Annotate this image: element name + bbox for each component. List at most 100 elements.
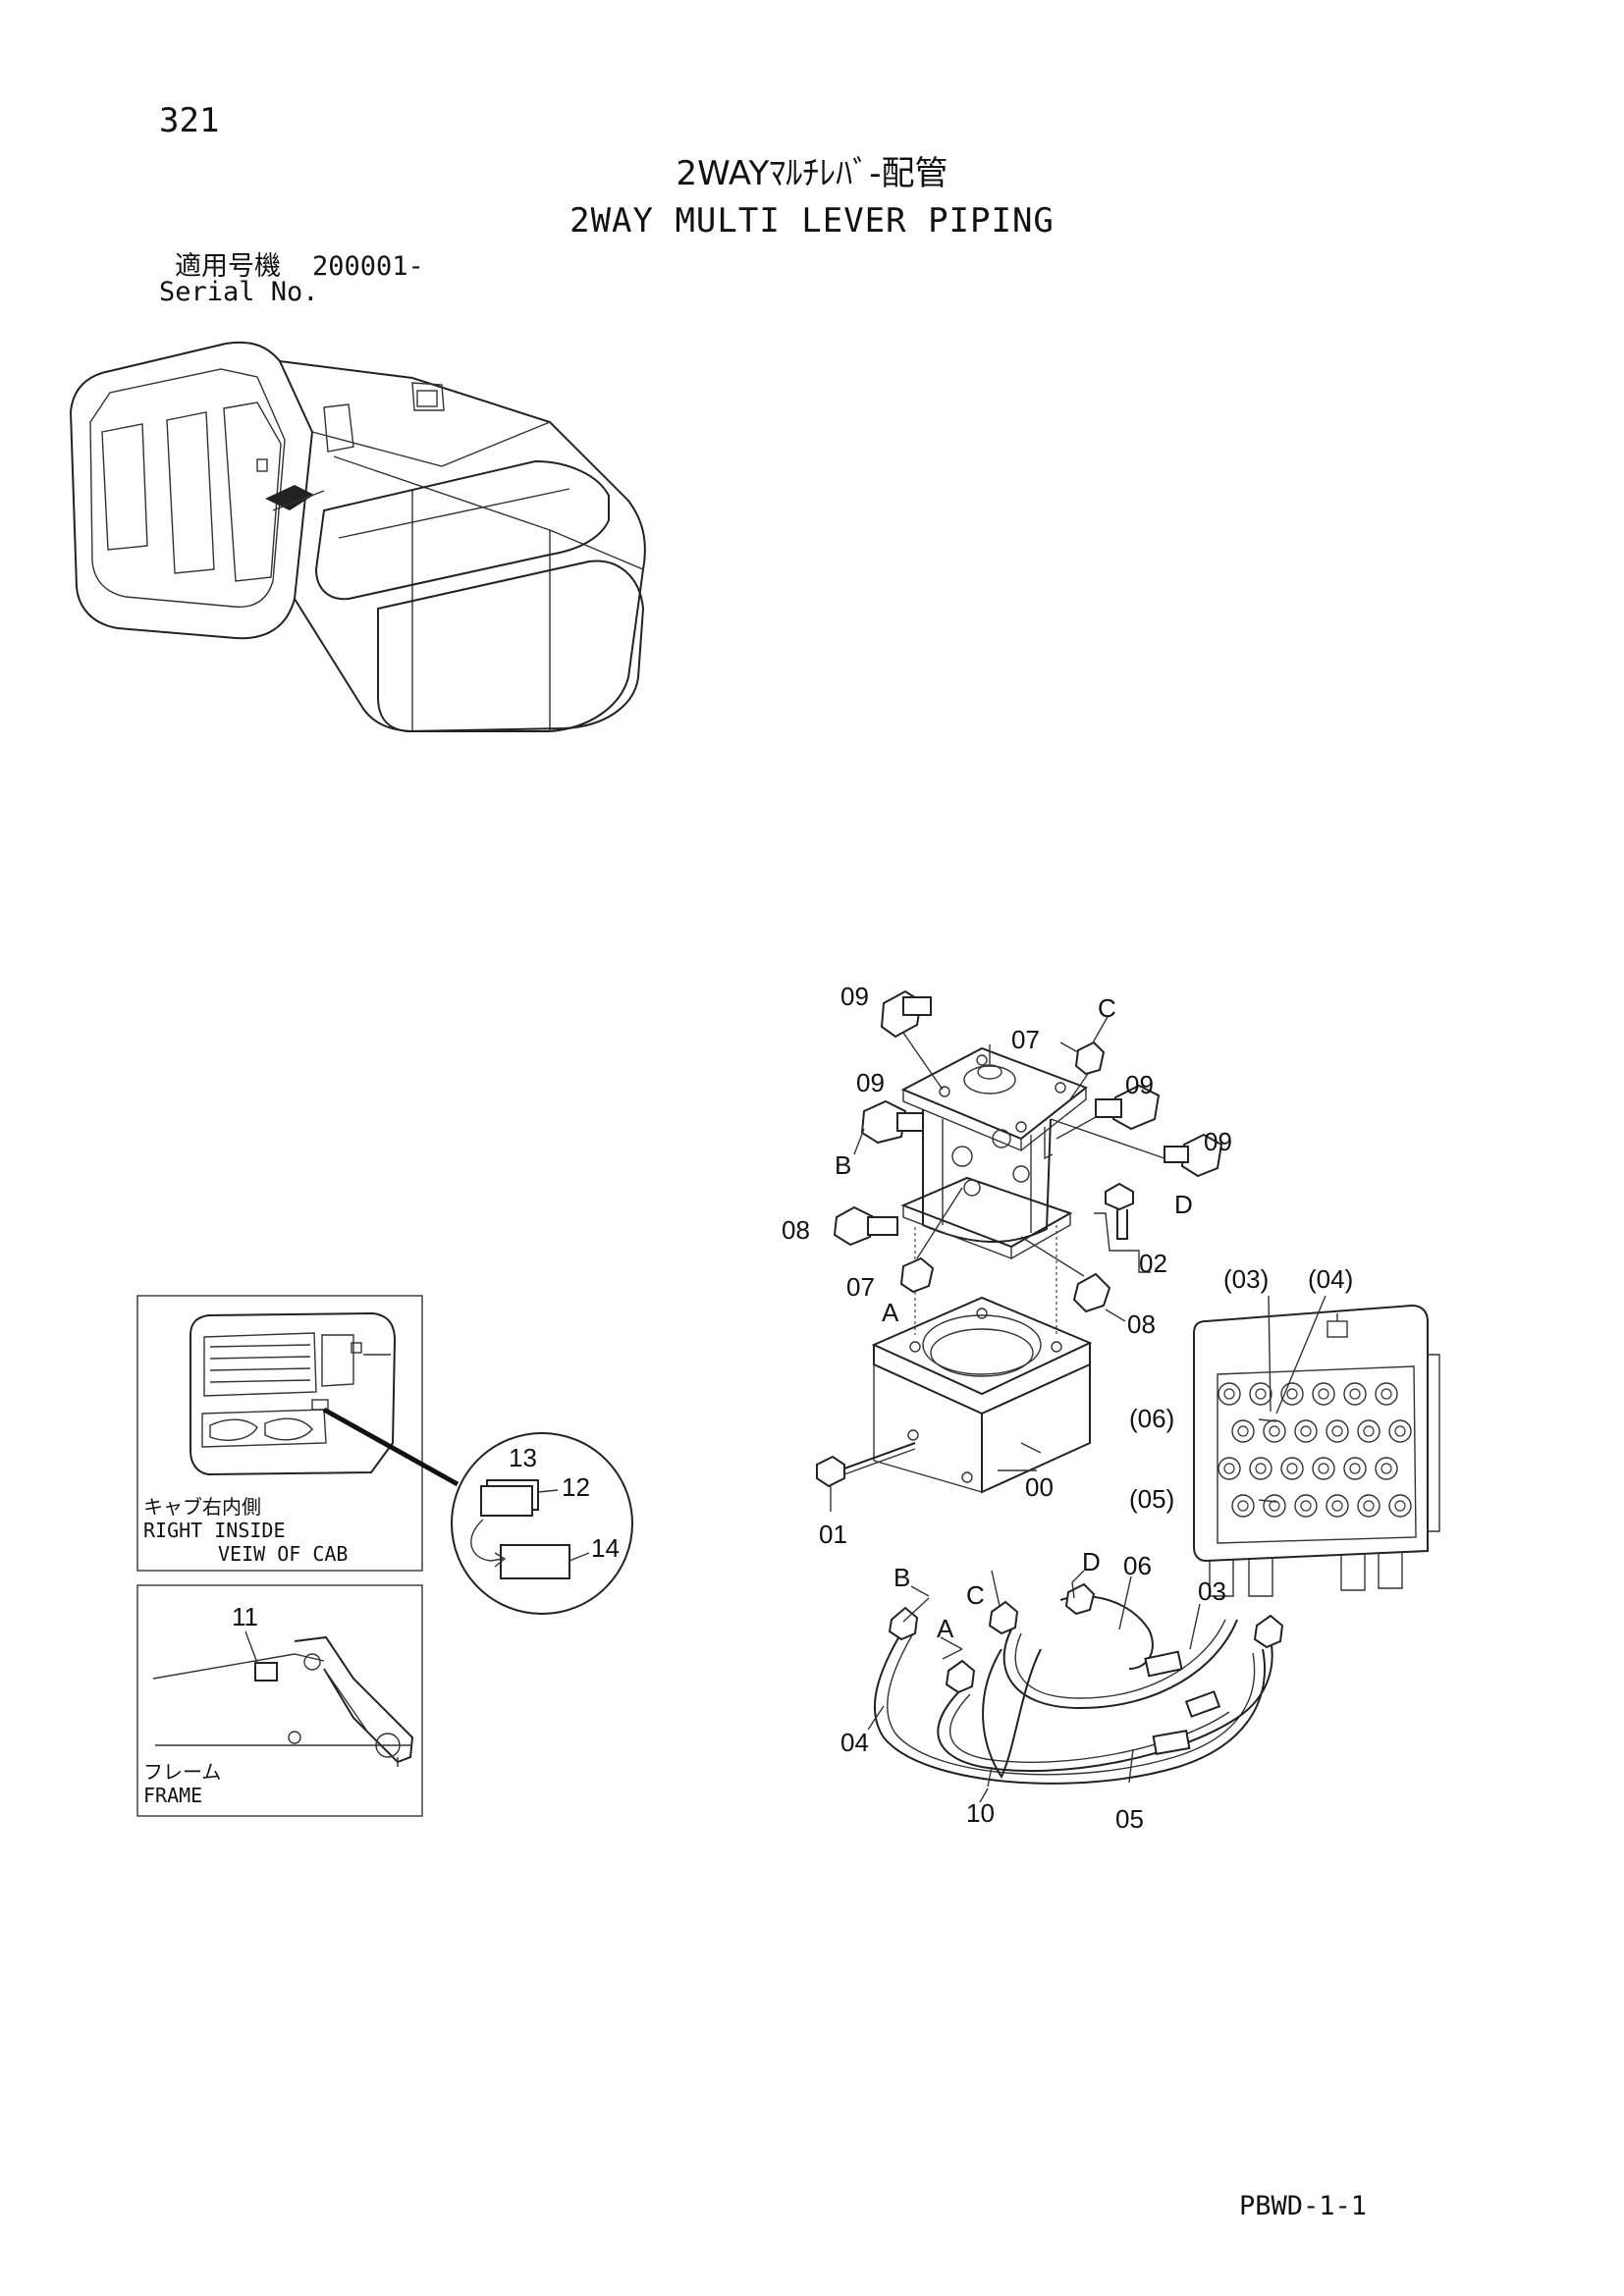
valve-port-core	[1331, 1425, 1343, 1437]
callout-09-right: 09	[1125, 1070, 1154, 1099]
control-valve-ports	[1218, 1382, 1412, 1518]
valve-port	[1263, 1419, 1286, 1443]
callout-05: 05	[1115, 1804, 1144, 1834]
port-c-top: C	[1098, 993, 1116, 1023]
valve-port	[1294, 1494, 1318, 1518]
valve-port-core	[1318, 1388, 1329, 1400]
valve-port-core	[1286, 1463, 1298, 1474]
port-d-hose: D	[1082, 1547, 1101, 1576]
valve-port	[1357, 1494, 1380, 1518]
valve-port-core	[1331, 1500, 1343, 1512]
valve-port-core	[1237, 1425, 1249, 1437]
valve-port-core	[1255, 1463, 1267, 1474]
valve-port-core	[1223, 1388, 1235, 1400]
valve-port	[1388, 1494, 1412, 1518]
port-d-top: D	[1174, 1190, 1193, 1219]
valve-port	[1294, 1419, 1318, 1443]
valve-port	[1218, 1457, 1241, 1480]
page-title-en: 2WAY MULTI LEVER PIPING	[569, 201, 1055, 240]
callout-11: 11	[232, 1602, 258, 1631]
cab-caption-en-1: RIGHT INSIDE	[143, 1519, 286, 1542]
callout-04: 04	[840, 1728, 869, 1757]
valve-port	[1326, 1419, 1349, 1443]
valve-port	[1231, 1419, 1255, 1443]
valve-port-core	[1255, 1388, 1267, 1400]
callout-12: 12	[562, 1472, 590, 1502]
valve-port	[1375, 1457, 1398, 1480]
valve-port-core	[1363, 1425, 1375, 1437]
valve-port-core	[1380, 1463, 1392, 1474]
valve-port-core	[1223, 1463, 1235, 1474]
valve-port-core	[1349, 1463, 1361, 1474]
callout-09-left: 09	[856, 1068, 885, 1097]
page-title-jp: 2WAYﾏﾙﾁﾚﾊﾞ-配管	[676, 154, 948, 193]
valve-port-core	[1300, 1425, 1312, 1437]
cab-caption-en-2: VEIW OF CAB	[218, 1542, 348, 1566]
valve-port	[1231, 1494, 1255, 1518]
control-valve	[1193, 1304, 1440, 1597]
valve-port-core	[1286, 1388, 1298, 1400]
valve-port-core	[1300, 1500, 1312, 1512]
cab-caption-jp: キャブ右内側	[143, 1495, 261, 1519]
page-number: 321	[159, 101, 220, 140]
callout-09-far-right: 09	[1204, 1127, 1232, 1156]
valve-port-core	[1318, 1463, 1329, 1474]
inset-frame: 11 フレーム FRAME	[136, 1584, 423, 1817]
valve-port	[1249, 1382, 1272, 1406]
port-b-top: B	[835, 1150, 851, 1180]
callout-13: 13	[509, 1443, 537, 1472]
valve-port	[1357, 1419, 1380, 1443]
callout-08-left: 08	[782, 1215, 810, 1245]
frame-caption-en: FRAME	[143, 1784, 202, 1807]
valve-port-core	[1269, 1500, 1280, 1512]
callout-07-top: 07	[1011, 1025, 1040, 1054]
valve-port	[1375, 1382, 1398, 1406]
valve-port	[1263, 1494, 1286, 1518]
callout-02: 02	[1139, 1249, 1167, 1278]
port-c-hose: C	[966, 1580, 985, 1610]
excavator-overview	[69, 341, 646, 733]
serial-label-jp: 適用号機	[175, 251, 281, 282]
valve-port	[1312, 1382, 1335, 1406]
callout-03-paren: (03)	[1223, 1264, 1269, 1294]
valve-port-core	[1380, 1388, 1392, 1400]
hose-set	[867, 1570, 1284, 1803]
callout-00: 00	[1025, 1472, 1054, 1502]
valve-port	[1343, 1457, 1367, 1480]
callout-08-right: 08	[1127, 1309, 1156, 1339]
valve-port-core	[1394, 1500, 1406, 1512]
callout-09-top: 09	[840, 982, 869, 1011]
valve-port-core	[1269, 1425, 1280, 1437]
serial-value: 200001-	[312, 251, 424, 282]
frame-caption-jp: フレーム	[143, 1760, 221, 1784]
inset-cab-right-inside: キャブ右内側 RIGHT INSIDE VEIW OF CAB	[136, 1295, 460, 1572]
valve-port-core	[1349, 1388, 1361, 1400]
callout-04-paren: (04)	[1308, 1264, 1353, 1294]
serial-label-en: Serial No.	[159, 277, 319, 307]
port-b-hose: B	[893, 1563, 910, 1592]
valve-port-core	[1237, 1500, 1249, 1512]
valve-port	[1280, 1457, 1304, 1480]
valve-port	[1343, 1382, 1367, 1406]
callout-06: 06	[1123, 1551, 1152, 1580]
valve-port	[1388, 1419, 1412, 1443]
port-a-hose: A	[937, 1614, 954, 1643]
callout-07-lower: 07	[846, 1272, 875, 1302]
callout-01: 01	[819, 1520, 847, 1549]
valve-port	[1312, 1457, 1335, 1480]
callout-06-paren: (06)	[1129, 1404, 1174, 1433]
port-a-top: A	[882, 1298, 899, 1327]
valve-port	[1326, 1494, 1349, 1518]
callout-05-paren: (05)	[1129, 1484, 1174, 1514]
callout-10: 10	[966, 1798, 995, 1828]
valve-port-core	[1394, 1425, 1406, 1437]
callout-14: 14	[591, 1533, 620, 1563]
footer-code: PBWD-1-1	[1239, 2191, 1368, 2221]
lever-valve-assembly	[816, 989, 1223, 1512]
detail-circle-labels: 13 12 14	[451, 1432, 633, 1615]
callout-03: 03	[1198, 1576, 1226, 1606]
valve-port	[1218, 1382, 1241, 1406]
valve-port-core	[1363, 1500, 1375, 1512]
valve-port	[1249, 1457, 1272, 1480]
